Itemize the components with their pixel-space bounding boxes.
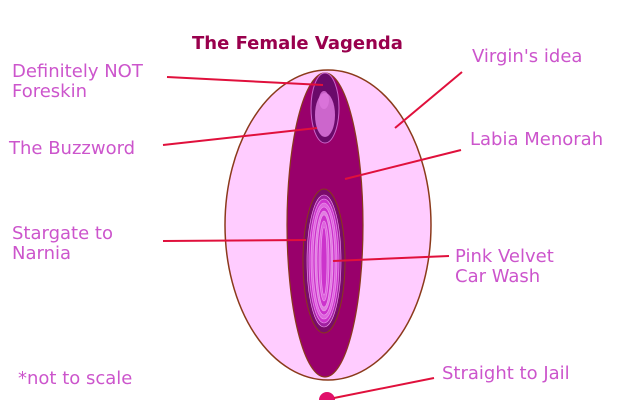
bottom-dot — [319, 392, 335, 400]
label-stargate-to-narnia: Stargate to Narnia — [12, 223, 113, 264]
footnote-not-to-scale: *not to scale — [18, 368, 133, 389]
leader-line-straight-to-jail — [333, 377, 435, 399]
leader-line-labia-menorah — [344, 149, 462, 180]
leader-line-virgins-idea — [394, 71, 463, 129]
leader-line-the-buzzword — [162, 127, 318, 146]
core-layers — [306, 194, 342, 328]
label-pink-velvet-car-wash: Pink Velvet Car Wash — [455, 246, 554, 287]
label-virgins-idea: Virgin's idea — [472, 46, 583, 67]
diagram-title: The Female Vagenda — [192, 33, 403, 54]
label-definitely-not-foreskin: Definitely NOT Foreskin — [12, 61, 143, 102]
leader-lines — [162, 71, 463, 399]
label-straight-to-jail: Straight to Jail — [442, 363, 570, 384]
bud-highlight — [319, 91, 329, 109]
leader-line-stargate-to-narnia — [162, 239, 307, 242]
label-labia-menorah: Labia Menorah — [470, 129, 604, 150]
leader-line-definitely-not-foreskin — [166, 76, 324, 86]
label-the-buzzword: The Buzzword — [9, 138, 136, 159]
core-layer — [320, 226, 328, 296]
leader-line-pink-velvet-car-wash — [332, 255, 450, 262]
